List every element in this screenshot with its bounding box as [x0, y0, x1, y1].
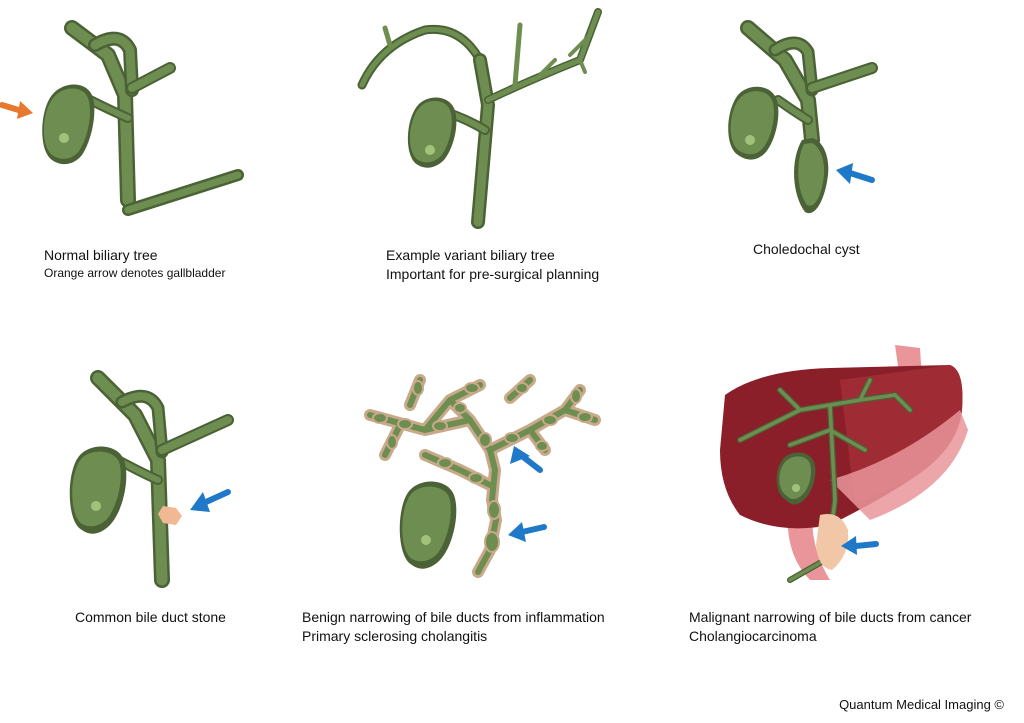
- caption-stone: Common bile duct stone: [75, 608, 226, 627]
- panel-normal-biliary-tree: Normal biliary tree Orange arrow denotes…: [0, 0, 330, 300]
- blue-arrow-icon: [841, 536, 879, 555]
- caption-cholangiocarcinoma: Malignant narrowing of bile ducts from c…: [689, 608, 971, 646]
- caption-title: Normal biliary tree: [44, 247, 158, 263]
- panel-cholangiocarcinoma: Malignant narrowing of bile ducts from c…: [680, 340, 1020, 660]
- normal-biliary-tree-illustration: [0, 20, 244, 216]
- blue-arrow-icon: [510, 446, 543, 473]
- caption-subtitle: Cholangiocarcinoma: [689, 628, 817, 644]
- sclerosing-cholangitis-illustration: [364, 374, 601, 578]
- panel-bile-duct-stone: Common bile duct stone: [0, 360, 330, 660]
- cholangiocarcinoma-illustration: [720, 345, 968, 583]
- caption-cyst: Choledochal cyst: [753, 240, 860, 259]
- panel-variant-biliary-tree: Example variant biliary tree Important f…: [340, 0, 670, 300]
- caption-variant: Example variant biliary tree Important f…: [386, 246, 599, 284]
- caption-title: Benign narrowing of bile ducts from infl…: [302, 609, 605, 625]
- caption-title: Choledochal cyst: [753, 241, 860, 257]
- caption-psc: Benign narrowing of bile ducts from infl…: [302, 608, 605, 646]
- tumor: [816, 514, 849, 570]
- bile-duct-stone-illustration: [69, 370, 234, 588]
- caption-subtitle: Important for pre-surgical planning: [386, 266, 600, 282]
- caption-subtitle: Primary sclerosing cholangitis: [302, 628, 488, 644]
- caption-normal: Normal biliary tree Orange arrow denotes…: [44, 246, 225, 282]
- caption-title: Common bile duct stone: [75, 609, 226, 625]
- choledochal-cyst-illustration: [728, 20, 878, 214]
- credit-text: Quantum Medical Imaging ©: [839, 697, 1004, 712]
- caption-subtitle: Orange arrow denotes gallbladder: [44, 266, 226, 280]
- stone: [158, 506, 182, 525]
- orange-arrow-icon: [0, 101, 33, 119]
- panel-sclerosing-cholangitis: Benign narrowing of bile ducts from infl…: [300, 360, 660, 660]
- pancreas: [830, 410, 968, 520]
- caption-title: Malignant narrowing of bile ducts from c…: [689, 609, 972, 625]
- caption-title: Example variant biliary tree: [386, 247, 555, 263]
- panel-choledochal-cyst: Choledochal cyst: [690, 0, 1020, 300]
- blue-arrow-icon: [190, 489, 231, 512]
- variant-biliary-tree-illustration: [357, 8, 602, 229]
- blue-arrow-icon: [508, 522, 547, 542]
- blue-arrow-icon: [836, 163, 875, 184]
